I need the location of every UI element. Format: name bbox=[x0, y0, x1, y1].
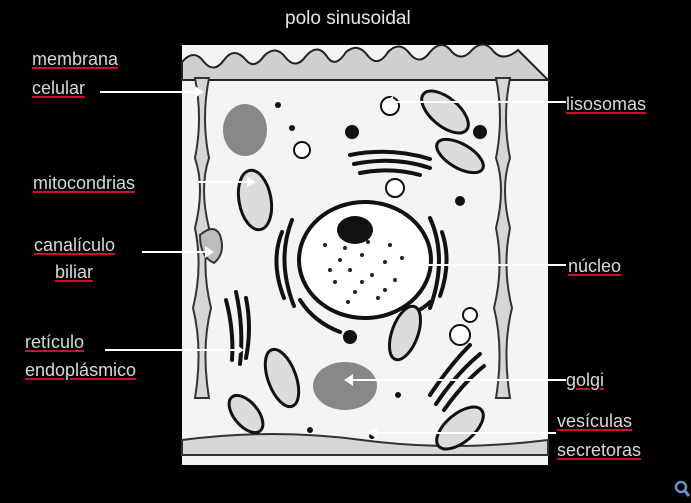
label-vesiculas-secretoras-line2: secretoras bbox=[557, 440, 641, 461]
label-golgi: golgi bbox=[566, 370, 604, 391]
label-canaliculo-biliar-line1: canalículo bbox=[34, 235, 115, 256]
magnifier-icon[interactable] bbox=[674, 480, 691, 498]
label-reticulo-endoplasmico-line2: endoplásmico bbox=[25, 360, 136, 381]
label-membrana-celular-line1: membrana bbox=[32, 49, 118, 70]
nucleus bbox=[299, 202, 431, 318]
label-canaliculo-biliar-line2: biliar bbox=[55, 262, 93, 283]
label-membrana-celular-line2: celular bbox=[32, 78, 85, 99]
label-lisosomas: lisosomas bbox=[566, 94, 646, 115]
label-nucleo: núcleo bbox=[568, 256, 621, 277]
label-vesiculas-secretoras-line1: vesículas bbox=[557, 411, 632, 432]
label-reticulo-endoplasmico-line1: retículo bbox=[25, 332, 84, 353]
label-mitocondrias: mitocondrias bbox=[33, 173, 135, 194]
